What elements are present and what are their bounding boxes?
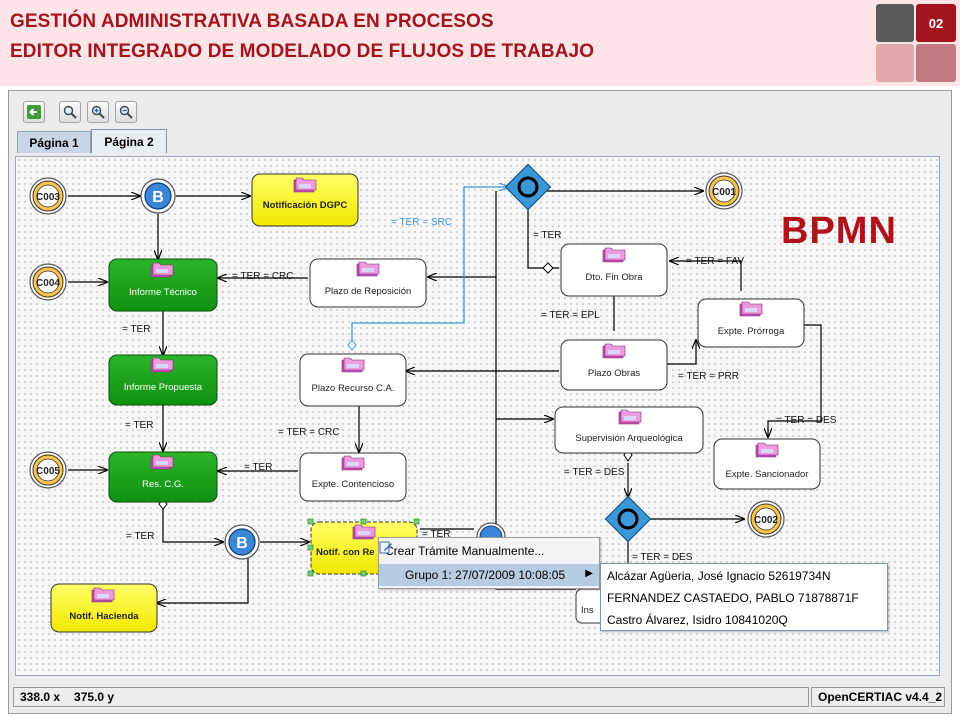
status-x: 338.0 x xyxy=(20,690,61,704)
svg-text:C005: C005 xyxy=(36,466,60,477)
label-ter-prr: = TER = PRR xyxy=(678,371,739,382)
start-event-c004[interactable]: C004 xyxy=(29,263,67,301)
task-res-cg[interactable]: Res. C.G. xyxy=(108,451,218,503)
svg-text:Dto. Fin Obra: Dto. Fin Obra xyxy=(585,272,643,283)
zoom-fit-icon xyxy=(63,105,77,119)
svg-text:Informe Técnico: Informe Técnico xyxy=(129,287,197,298)
task-informe-tecnico[interactable]: Informe Técnico xyxy=(108,258,218,312)
zoom-out-button[interactable] xyxy=(115,101,137,123)
edit-icon xyxy=(379,541,392,554)
task-expte-sancionador[interactable]: Expte. Sancionador xyxy=(713,438,821,490)
svg-text:Expte. Contencioso: Expte. Contencioso xyxy=(312,479,394,490)
zoom-in-button[interactable] xyxy=(87,101,109,123)
status-y: 375.0 y xyxy=(74,690,115,704)
svg-text:C004: C004 xyxy=(36,278,60,289)
submenu-arrow-icon: ▶ xyxy=(585,568,593,579)
blue-connector xyxy=(351,187,508,345)
task-informe-propuesta[interactable]: Informe Propuesta xyxy=(108,354,218,406)
svg-text:Notificación DGPC: Notificación DGPC xyxy=(263,200,348,211)
start-event-c005[interactable]: C005 xyxy=(29,451,67,489)
task-notificacion-dgpc[interactable]: Notificación DGPC xyxy=(251,173,359,227)
svg-text:Res. C.G.: Res. C.G. xyxy=(142,479,184,490)
connectors xyxy=(68,191,822,603)
end-event-c001[interactable]: C001 xyxy=(705,172,743,210)
slide-title-line1: GESTIÓN ADMINISTRATIVA BASADA EN PROCESO… xyxy=(10,11,494,32)
back-button[interactable] xyxy=(23,101,45,123)
submenu-item-user[interactable]: Castro Álvarez, Isidro 10841020Q xyxy=(607,613,788,627)
svg-text:Ins: Ins xyxy=(581,605,594,616)
svg-text:Expte. Prórroga: Expte. Prórroga xyxy=(718,326,785,337)
decor-square xyxy=(876,4,914,42)
label-ter-fav: = TER = FAV xyxy=(686,256,744,267)
exclusive-gateway-bottom[interactable] xyxy=(603,494,653,544)
exclusive-gateway-top[interactable] xyxy=(503,162,553,212)
zoom-out-icon xyxy=(119,105,133,119)
status-version: OpenCERTIAC v4.4_2 xyxy=(811,687,945,707)
context-menu: Crear Trámite Manualmente... Grupo 1: 27… xyxy=(378,537,600,589)
zoom-in-icon xyxy=(91,105,105,119)
label-ter: = TER xyxy=(244,462,272,473)
slide-number: 02 xyxy=(916,4,956,42)
svg-text:Plazo de Reposición: Plazo de Reposición xyxy=(325,286,412,297)
label-ter-epl: = TER = EPL xyxy=(541,310,600,321)
task-dto-fin-obra[interactable]: Dto. Fin Obra xyxy=(560,243,668,297)
submenu-item-user[interactable]: FERNANDEZ CASTAEDO, PABLO 71878871F xyxy=(607,591,859,605)
diamond-marker xyxy=(347,339,357,351)
task-plazo-recurso[interactable]: Plazo Recurso C.A. xyxy=(299,353,407,407)
task-notif-hacienda[interactable]: Notif. Hacienda xyxy=(50,583,158,633)
bpmn-watermark: BPMN xyxy=(781,210,897,252)
svg-text:Expte. Sancionador: Expte. Sancionador xyxy=(726,469,809,480)
label-ter: = TER xyxy=(422,529,450,540)
svg-text:C001: C001 xyxy=(712,187,736,198)
menu-item-create-tramite[interactable]: Crear Trámite Manualmente... xyxy=(379,540,599,562)
label-ter-crc: = TER = CRC xyxy=(278,427,340,438)
svg-text:Supervisión Arqueológica: Supervisión Arqueológica xyxy=(575,433,683,444)
diagram-canvas[interactable]: C003 C004 C005 C001 C002 B B Notificació… xyxy=(15,156,940,676)
editor-window: Página 1 Página 2 xyxy=(8,90,952,714)
task-plazo-obras[interactable]: Plazo Obras xyxy=(560,339,668,391)
end-event-c002[interactable]: C002 xyxy=(747,500,785,538)
svg-text:Plazo Obras: Plazo Obras xyxy=(588,368,641,379)
label-ter-des: = TER = DES xyxy=(564,467,625,478)
diamond-marker xyxy=(542,262,554,274)
svg-text:Notif. con Re: Notif. con Re xyxy=(316,547,375,558)
decor-square xyxy=(876,44,914,82)
decor-square xyxy=(916,44,956,82)
svg-text:C002: C002 xyxy=(754,515,778,526)
label-ter-des: = TER = DES xyxy=(776,415,837,426)
submenu-item-user[interactable]: Alcázar Agüeria, José Ignacio 52619734N xyxy=(607,569,831,583)
label-ter-des: = TER = DES xyxy=(632,552,693,563)
label-ter: = TER xyxy=(533,230,561,241)
business-gateway-bottom[interactable]: B xyxy=(224,524,260,560)
svg-text:Informe Propuesta: Informe Propuesta xyxy=(124,382,203,393)
task-expte-contencioso[interactable]: Expte. Contencioso xyxy=(299,452,407,502)
svg-text:B: B xyxy=(152,189,164,206)
label-ter-crc: = TER = CRC xyxy=(232,271,294,282)
context-submenu: Alcázar Agüeria, José Ignacio 52619734N … xyxy=(600,563,888,631)
start-event-c003[interactable]: C003 xyxy=(29,177,67,215)
tab-pagina-1[interactable]: Página 1 xyxy=(17,131,91,153)
back-arrow-icon xyxy=(27,105,41,119)
task-supervision-arqueologica[interactable]: Supervisión Arqueológica xyxy=(554,406,704,454)
label-ter: = TER xyxy=(125,420,153,431)
svg-text:B: B xyxy=(236,535,248,552)
slide-title-line2: EDITOR INTEGRADO DE MODELADO DE FLUJOS D… xyxy=(10,41,595,62)
label-ter: = TER xyxy=(122,324,150,335)
svg-text:Plazo Recurso C.A.: Plazo Recurso C.A. xyxy=(312,383,395,394)
zoom-fit-button[interactable] xyxy=(59,101,81,123)
menu-item-grupo-1[interactable]: Grupo 1: 27/07/2009 10:08:05 ▶ xyxy=(379,564,599,586)
task-plazo-reposicion[interactable]: Plazo de Reposición xyxy=(309,258,427,308)
business-gateway-top[interactable]: B xyxy=(140,178,176,214)
tab-pagina-2[interactable]: Página 2 xyxy=(91,129,167,153)
slide-header: GESTIÓN ADMINISTRATIVA BASADA EN PROCESO… xyxy=(0,0,960,86)
task-expte-prorroga[interactable]: Expte. Prórroga xyxy=(697,298,805,348)
svg-text:C003: C003 xyxy=(36,192,60,203)
label-ter-src: = TER = SRC xyxy=(391,217,452,228)
label-ter: = TER xyxy=(126,531,154,542)
status-coordinates: 338.0 x 375.0 y xyxy=(13,687,809,707)
svg-text:Notif. Hacienda: Notif. Hacienda xyxy=(69,611,139,622)
